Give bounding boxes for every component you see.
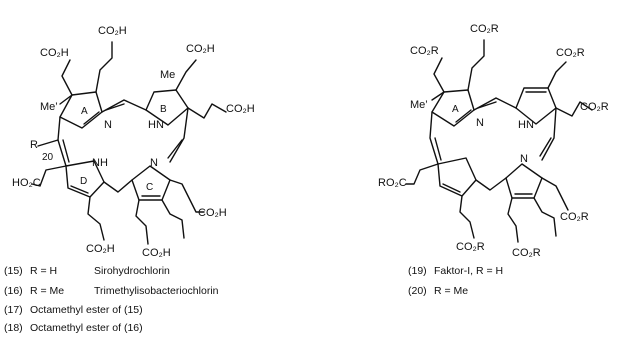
co2h-label: CO₂H — [86, 243, 115, 255]
co2r-label: CO₂R — [580, 101, 609, 113]
co2r-label: CO₂R — [560, 211, 589, 223]
ro2c-label: RO₂C — [378, 177, 407, 189]
co2r-label: CO₂R — [556, 47, 585, 59]
me-label: Me — [160, 69, 175, 81]
caption-number: (16) — [4, 285, 23, 297]
ring-c-bonds — [131, 165, 171, 201]
ho2c-label: HO₂C — [12, 177, 41, 189]
structure-right: CO₂R CO₂R CO₂R CO₂R Me’ N HN RO₂C N CO₂R… — [378, 23, 609, 259]
captions-right: (19) Faktor-I, R = H (20) R = Me — [408, 265, 503, 297]
caption-formula: Faktor-I, R = H — [434, 265, 503, 277]
ring-a-bonds — [59, 91, 103, 129]
ring-b-bonds-right — [515, 87, 557, 125]
ring-a-label-right: A — [452, 104, 459, 115]
caption-name: Trimethylisobacteriochlorin — [94, 285, 219, 297]
co2h-label: CO₂H — [186, 43, 215, 55]
caption-line: (19) Faktor-I, R = H — [408, 265, 503, 277]
caption-line: (15) R = H Sirohydrochlorin — [4, 265, 170, 277]
caption-formula: R = H — [30, 265, 57, 277]
co2h-label: CO₂H — [40, 47, 69, 59]
side-chains-right — [405, 39, 593, 243]
captions-left: (15) R = H Sirohydrochlorin (16) R = Me … — [4, 265, 219, 334]
me-label-right: Me’ — [410, 99, 428, 111]
structure-left: CO₂H CO₂H Me CO₂H CO₂H Me’ N HN R 20 HO₂… — [12, 25, 255, 259]
caption-line: (18) Octamethyl ester of (16) — [4, 322, 143, 334]
caption-number: (19) — [408, 265, 427, 277]
ring-d-bonds-right — [437, 157, 477, 197]
nitrogen-label-right: N — [476, 117, 484, 129]
ring-b-bonds — [145, 89, 189, 126]
ring-a-bonds-right — [431, 89, 475, 127]
caption-line: (20) R = Me — [408, 285, 468, 297]
meso-bridges-right — [429, 97, 557, 191]
caption-line: (16) R = Me Trimethylisobacteriochlorin — [4, 285, 219, 297]
nitrogen-label: N — [150, 157, 158, 169]
co2r-label: CO₂R — [456, 241, 485, 253]
co2h-label: CO₂H — [198, 207, 227, 219]
hn-label-right: HN — [518, 119, 534, 131]
co2r-label: CO₂R — [512, 247, 541, 259]
ring-b-label: B — [160, 104, 167, 115]
caption-formula: R = Me — [434, 285, 468, 297]
ring-d-bonds — [65, 160, 105, 198]
nitrogen-label: N — [104, 119, 112, 131]
co2r-label: CO₂R — [410, 45, 439, 57]
ring-a-label: A — [81, 106, 88, 117]
ring-c-label: C — [146, 182, 153, 193]
co2r-label: CO₂R — [470, 23, 499, 35]
caption-number: (15) — [4, 265, 23, 277]
ring-d-label: D — [80, 176, 87, 187]
caption-formula: Octamethyl ester of (16) — [30, 322, 143, 334]
co2h-label: CO₂H — [98, 25, 127, 37]
position-20-label: 20 — [42, 152, 54, 163]
caption-name: Sirohydrochlorin — [94, 265, 170, 277]
nitrogen-label-right: N — [520, 153, 528, 165]
r-label: R — [30, 139, 38, 151]
caption-formula: Octamethyl ester of (15) — [30, 304, 143, 316]
co2h-label: CO₂H — [142, 247, 171, 259]
side-chains — [31, 41, 227, 245]
hn-label: HN — [148, 119, 164, 131]
caption-number: (18) — [4, 322, 23, 334]
caption-number: (20) — [408, 285, 427, 297]
co2h-label: CO₂H — [226, 103, 255, 115]
caption-line: (17) Octamethyl ester of (15) — [4, 304, 143, 316]
me-label: Me’ — [40, 101, 58, 113]
caption-formula: R = Me — [30, 285, 64, 297]
nh-label: NH — [92, 157, 108, 169]
caption-number: (17) — [4, 304, 23, 316]
ring-c-bonds-right — [505, 163, 543, 199]
